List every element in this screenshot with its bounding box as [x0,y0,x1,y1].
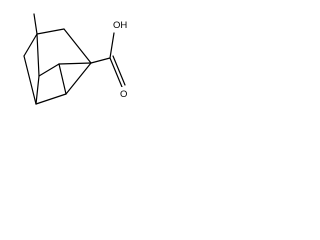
c-o-double-bond-b [112,55,126,86]
cage-bond [35,93,67,105]
cage-bond [23,55,37,105]
carbonyl-oxygen-label-bg [119,87,128,99]
cage-bond [35,75,40,105]
cage-bond [38,63,60,77]
c-o-double-bond-a [109,57,123,88]
cage-bond [23,33,38,57]
carbonyl-oxygen-label: O [120,89,127,100]
cage-bond [65,62,92,95]
hydroxyl-label: OH [113,20,127,31]
cage-bond [58,63,67,95]
cage-bond [36,33,40,77]
methyl-bond [33,13,38,35]
cage-bond [63,28,92,64]
cage-bond [36,28,65,35]
hydroxyl-label-bg [112,18,128,30]
cage-bond [58,62,92,65]
c-oh-bond [109,32,115,59]
carboxyl-carbon-bond [90,57,111,64]
chemical-structure-diagram: OH O [23,13,128,105]
